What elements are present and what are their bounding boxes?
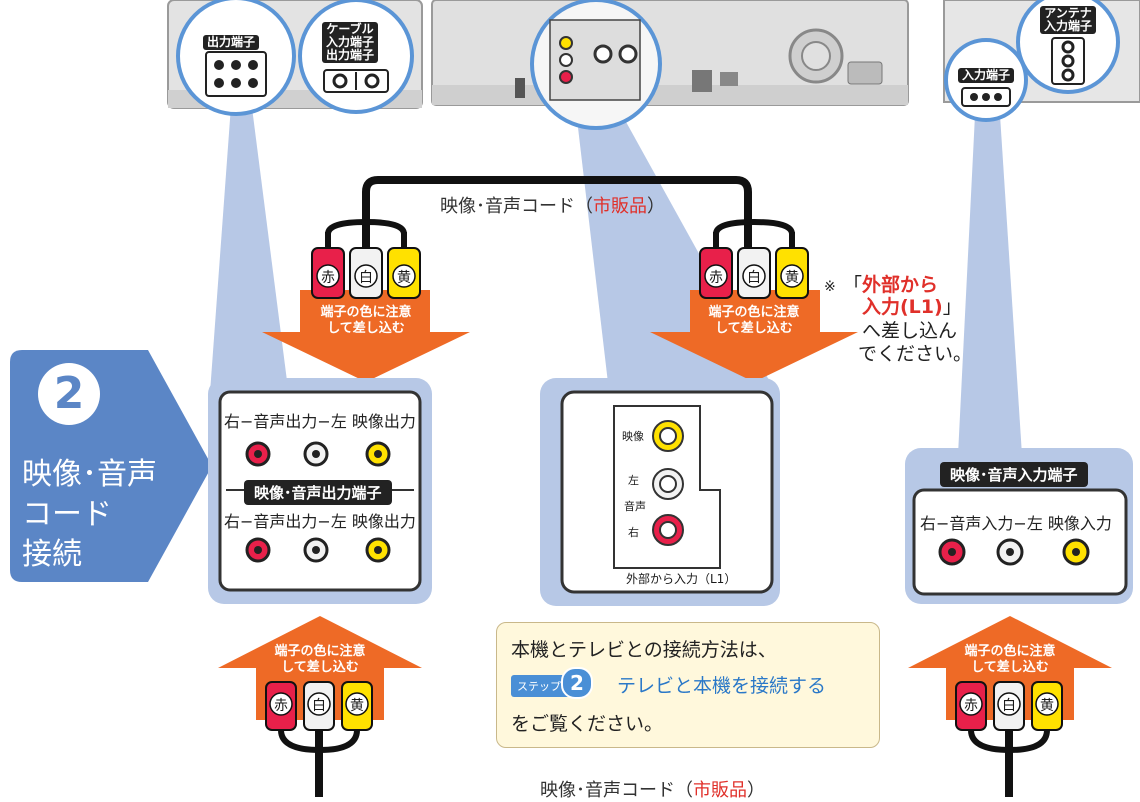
note-asterisk-highlight-l2: 入力(L1) — [862, 296, 943, 318]
plug-label-white-bl: 白 — [312, 698, 326, 714]
top-cable-label: 映像･音声コード（市販品） — [440, 192, 665, 218]
note-line3: をご覧ください。 — [511, 713, 664, 735]
arrow-label-up-left: 端子の色に注意 して差し込む — [264, 644, 376, 676]
reference-note-box: 本機とテレビとの接続方法は、 ステップ 2 テレビと本機を接続する をご覧くださ… — [496, 622, 880, 748]
arrow-label-down-center-l1: 端子の色に注意 — [708, 305, 800, 320]
arrow-label-up-right-l1: 端子の色に注意 — [964, 644, 1056, 659]
plug-label-yellow-br: 黄 — [1040, 698, 1054, 714]
arrow-label-up-left-l2: して差し込む — [281, 660, 359, 675]
right-callout-beam — [958, 115, 1022, 455]
arrow-label-up-left-l1: 端子の色に注意 — [274, 644, 366, 659]
note-asterisk-line3: へ差し込ん — [862, 320, 958, 342]
plug-label-white-br: 白 — [1002, 698, 1016, 714]
recorder-jack-circle — [530, 0, 662, 130]
step-number-badge: 2 — [38, 363, 100, 425]
tv-antenna-label-l2: 入力端子 — [1044, 19, 1093, 33]
left-panel-row2-label: 右−音声出力−左 映像出力 — [224, 512, 416, 531]
note-asterisk-open: 「 — [843, 274, 863, 296]
plug-set-bottom-left — [265, 681, 373, 797]
plug-label-white-tr: 白 — [747, 270, 761, 286]
top-cable-label-end: ） — [647, 196, 665, 217]
arrow-label-down-left-l2: して差し込む — [327, 321, 405, 336]
step-link[interactable]: テレビと本機を接続する — [617, 675, 827, 697]
plug-label-yellow-tl: 黄 — [397, 270, 411, 286]
top-cable-label-main: 映像･音声コード（ — [440, 196, 593, 217]
arrow-down-center — [650, 290, 858, 382]
note-asterisk-close: 」 — [942, 296, 962, 318]
plug-set-top-right — [699, 247, 809, 299]
right-panel-row-label: 右−音声入力−左 映像入力 — [920, 514, 1112, 533]
tv-antenna-label: アンテナ 入力端子 — [1040, 6, 1097, 34]
arrow-down-left — [262, 290, 470, 382]
step-pill-number: 2 — [561, 667, 593, 699]
plug-set-bottom-right — [955, 681, 1063, 797]
step-title: 映像･音声 コード 接続 — [22, 455, 157, 575]
source-output-circle — [176, 0, 296, 116]
center-input-panel — [540, 378, 780, 606]
arrow-label-up-right-l2: して差し込む — [971, 660, 1049, 675]
source-cable-label-l1: ケーブル — [326, 22, 374, 36]
note-line1: 本機とテレビとの接続方法は、 — [511, 639, 777, 661]
arrow-label-down-left-l1: 端子の色に注意 — [320, 305, 412, 320]
note-asterisk-mark: ※ — [824, 279, 836, 295]
center-audio-right-label: 右 — [628, 526, 639, 539]
arrow-label-up-right: 端子の色に注意 して差し込む — [954, 644, 1066, 676]
center-footer-label: 外部から入力（L1） — [626, 572, 737, 586]
plug-label-red-bl: 赤 — [274, 698, 288, 714]
bottom-cable-label-highlight: 市販品 — [693, 780, 747, 801]
center-audio-left-label: 左 — [628, 474, 639, 487]
note-asterisk-highlight-l1: 外部から — [862, 274, 939, 296]
plug-label-red-br: 赤 — [964, 698, 978, 714]
bottom-cable-label: 映像･音声コード（市販品） — [540, 776, 765, 802]
plug-label-yellow-bl: 黄 — [350, 698, 364, 714]
plug-label-red-tl: 赤 — [321, 270, 335, 286]
step-title-l2: コード — [22, 497, 112, 532]
arrow-label-down-center-l2: して差し込む — [715, 321, 793, 336]
tv-antenna-label-l1: アンテナ — [1044, 6, 1092, 20]
left-panel-section-title: 映像･音声出力端子 — [244, 480, 392, 505]
plug-label-yellow-tr: 黄 — [785, 270, 799, 286]
left-panel-row1-label: 右−音声出力−左 映像出力 — [224, 412, 416, 431]
tv-input-label: 入力端子 — [958, 68, 1015, 83]
right-input-panel — [905, 448, 1133, 604]
center-audio-mid-label: 音声 — [624, 500, 646, 513]
bottom-cable-label-end: ） — [747, 780, 765, 801]
right-panel-section-title: 映像･音声入力端子 — [940, 462, 1088, 487]
plug-label-white-tl: 白 — [359, 270, 373, 286]
note-asterisk-line4: でください。 — [858, 343, 973, 365]
source-cable-label-l3: 出力端子 — [326, 48, 375, 62]
source-output-label: 出力端子 — [203, 35, 260, 50]
step-title-l1: 映像･音声 — [22, 457, 157, 492]
plug-set-top-left — [311, 247, 421, 299]
left-callout-beam — [208, 92, 292, 420]
bottom-cable-label-main: 映像･音声コード（ — [540, 780, 693, 801]
source-cable-label-l2: 入力端子 — [326, 35, 375, 49]
step-title-l3: 接続 — [22, 537, 82, 572]
plug-label-red-tr: 赤 — [709, 270, 723, 286]
arrow-label-down-left: 端子の色に注意 して差し込む — [310, 305, 422, 337]
top-cable-label-highlight: 市販品 — [593, 196, 647, 217]
source-cable-label: ケーブル 入力端子 出力端子 — [322, 22, 379, 63]
arrow-label-down-center: 端子の色に注意 して差し込む — [698, 305, 810, 337]
center-video-label: 映像 — [622, 430, 644, 443]
recorder-rear — [431, 0, 909, 106]
top-cable — [362, 176, 752, 270]
